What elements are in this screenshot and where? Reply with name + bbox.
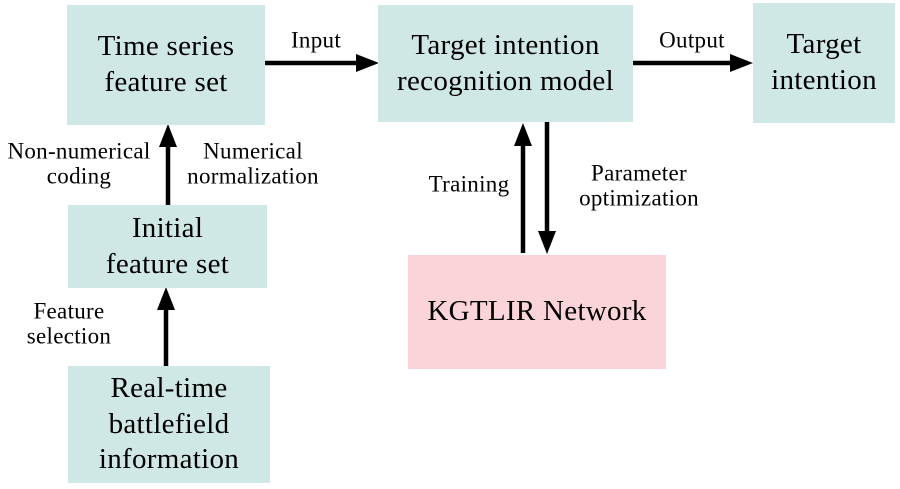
node-time-series-feature-set: Time series feature set [67,5,265,125]
edge-label-parameter-optimization: Parameter optimization [579,160,699,211]
edge-label-numerical-normalization: Numerical normalization [187,138,319,189]
node-initial-feature-set: Initial feature set [68,205,267,288]
node-target-intention-recognition-model: Target intention recognition model [378,5,633,122]
training-arrow [514,123,532,253]
edge-label-output: Output [659,27,725,53]
output-arrow [633,54,753,72]
edge-label-feature-selection: Feature selection [26,298,112,349]
node-target-intention: Target intention [753,3,895,123]
edge-label-non-numerical-coding: Non-numerical coding [7,138,151,189]
input-arrow [265,54,379,72]
feature-selection-arrow [157,287,175,366]
edge-label-input: Input [290,27,342,53]
edge-label-training: Training [428,171,510,197]
node-real-time-battlefield-information: Real-time battlefield information [68,366,270,483]
node-kgtlir-network: KGTLIR Network [408,255,666,369]
coding-normalization-arrow [159,124,177,205]
parameter-optimization-arrow [538,122,556,254]
